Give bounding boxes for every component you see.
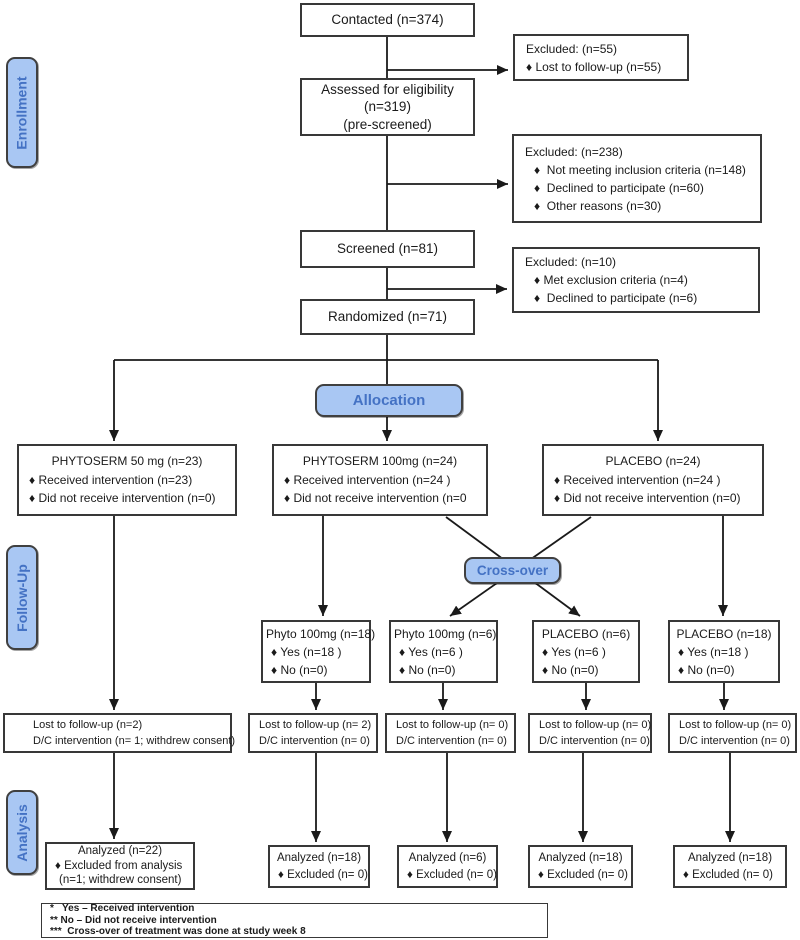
excluded3-title: Excluded: (n=10) bbox=[525, 255, 617, 269]
lost3-line1: Lost to follow-up (n= 0) bbox=[396, 718, 509, 731]
arm1-item1: ♦ Received intervention (n=23) bbox=[29, 472, 193, 487]
co3-title: PLACEBO (n=6) bbox=[541, 626, 631, 641]
box-randomized: Randomized (n=71) bbox=[300, 299, 475, 335]
footnote-line3: *** Cross-over of treatment was done at … bbox=[50, 926, 306, 938]
box-excluded-1: Excluded: (n=55) ♦ Lost to follow-up (n=… bbox=[513, 34, 689, 81]
lost5-line1: Lost to follow-up (n= 0) bbox=[679, 718, 792, 731]
lost1-line1: Lost to follow-up (n=2) bbox=[33, 718, 143, 731]
co1-item2: ♦ No (n=0) bbox=[271, 662, 328, 677]
arm2-item1: ♦ Received intervention (n=24 ) bbox=[284, 472, 451, 487]
box-screened: Screened (n=81) bbox=[300, 230, 475, 268]
stage-label-enrollment: Enrollment bbox=[6, 57, 38, 168]
analyzed1-title: Analyzed (n=22) bbox=[77, 844, 163, 857]
excluded1-item1: ♦ Lost to follow-up (n=55) bbox=[526, 59, 662, 74]
allocation-banner-text: Allocation bbox=[352, 392, 426, 409]
excluded3-item1: ♦ Met exclusion criteria (n=4) bbox=[534, 273, 688, 287]
lost1-line2: D/C intervention (n= 1; withdrew consent… bbox=[33, 735, 236, 747]
lost4-line2: D/C intervention (n= 0) bbox=[539, 735, 650, 747]
assessed-line3: (pre-screened) bbox=[343, 116, 432, 132]
arm3-item2: ♦ Did not receive intervention (n=0) bbox=[554, 491, 741, 506]
box-lost-2: Lost to follow-up (n= 2) D/C interventio… bbox=[248, 713, 378, 753]
arm2-item2: ♦ Did not receive intervention (n=0 bbox=[284, 491, 467, 506]
footnote-line1: * Yes – Received intervention bbox=[50, 903, 195, 915]
box-lost-1: Lost to follow-up (n=2) D/C intervention… bbox=[3, 713, 236, 753]
box-lost-4: Lost to follow-up (n= 0) D/C interventio… bbox=[528, 713, 652, 753]
box-excluded-3: Excluded: (n=10) ♦ Met exclusion criteri… bbox=[512, 247, 760, 313]
analyzed1-item2: (n=1; withdrew consent) bbox=[59, 874, 182, 887]
co4-item2: ♦ No (n=0) bbox=[678, 662, 735, 677]
co4-item1: ♦ Yes (n=18 ) bbox=[678, 644, 749, 659]
arm1-item2: ♦ Did not receive intervention (n=0) bbox=[29, 491, 216, 506]
crossover-banner: Cross-over bbox=[464, 557, 561, 584]
box-crossover-phyto100-n18: Phyto 100mg (n=18) ♦ Yes (n=18 ) ♦ No (n… bbox=[261, 620, 376, 683]
analyzed3-title: Analyzed (n=6) bbox=[408, 851, 487, 864]
stage-label-followup: Follow-Up bbox=[6, 545, 38, 650]
allocation-banner: Allocation bbox=[315, 384, 463, 417]
excluded2-item3: ♦ Other reasons (n=30) bbox=[534, 198, 662, 213]
excluded1-title: Excluded: (n=55) bbox=[526, 41, 618, 56]
analyzed2-title: Analyzed (n=18) bbox=[276, 851, 362, 864]
assessed-line2: (n=319) bbox=[364, 99, 411, 115]
arm2-title: PHYTOSERM 100mg (n=24) bbox=[302, 454, 458, 469]
box-lost-3: Lost to follow-up (n= 0) D/C interventio… bbox=[385, 713, 516, 753]
lost3-line2: D/C intervention (n= 0) bbox=[396, 735, 507, 747]
co4-title: PLACEBO (n=18) bbox=[676, 626, 772, 641]
analyzed4-title: Analyzed (n=18) bbox=[538, 851, 623, 864]
footnote-line2: ** No – Did not receive intervention bbox=[50, 914, 217, 926]
stage-label-followup-text: Follow-Up bbox=[14, 563, 30, 632]
arm1-title: PHYTOSERM 50 mg (n=23) bbox=[51, 454, 203, 469]
co3-item2: ♦ No (n=0) bbox=[542, 662, 599, 677]
analyzed5-item1: ♦ Excluded (n= 0) bbox=[683, 868, 773, 881]
box-analyzed-1: Analyzed (n=22) ♦ Excluded from analysis… bbox=[45, 842, 195, 890]
excluded2-title: Excluded: (n=238) bbox=[525, 144, 623, 159]
excluded3-item2: ♦ Declined to participate (n=6) bbox=[534, 291, 698, 305]
box-assessed: Assessed for eligibility (n=319) (pre-sc… bbox=[300, 78, 475, 136]
co1-item1: ♦ Yes (n=18 ) bbox=[271, 644, 342, 659]
stage-label-enrollment-text: Enrollment bbox=[14, 75, 30, 150]
screened-text: Screened (n=81) bbox=[337, 241, 438, 257]
box-analyzed-5: Analyzed (n=18) ♦ Excluded (n= 0) bbox=[673, 845, 787, 888]
crossover-banner-text: Cross-over bbox=[476, 563, 549, 578]
randomized-text: Randomized (n=71) bbox=[328, 309, 447, 325]
box-arm-placebo: PLACEBO (n=24) ♦ Received intervention (… bbox=[542, 444, 764, 516]
box-contacted: Contacted (n=374) bbox=[300, 3, 475, 37]
lost2-line2: D/C intervention (n= 0) bbox=[259, 735, 370, 747]
excluded2-item2: ♦ Declined to participate (n=60) bbox=[534, 180, 704, 195]
co3-item1: ♦ Yes (n=6 ) bbox=[542, 644, 606, 659]
analyzed5-title: Analyzed (n=18) bbox=[687, 851, 773, 864]
stage-label-analysis-text: Analysis bbox=[14, 803, 30, 862]
box-analyzed-2: Analyzed (n=18) ♦ Excluded (n= 0) bbox=[268, 845, 370, 888]
box-crossover-phyto100-n6: Phyto 100mg (n=6) ♦ Yes (n=6 ) ♦ No (n=0… bbox=[389, 620, 498, 683]
contacted-text: Contacted (n=374) bbox=[331, 12, 444, 28]
analyzed2-item1: ♦ Excluded (n= 0) bbox=[278, 868, 368, 881]
footnotes-box: * Yes – Received intervention ** No – Di… bbox=[41, 903, 548, 938]
box-crossover-placebo-n6: PLACEBO (n=6) ♦ Yes (n=6 ) ♦ No (n=0) bbox=[532, 620, 640, 683]
co2-item1: ♦ Yes (n=6 ) bbox=[399, 644, 463, 659]
lost5-line2: D/C intervention (n= 0) bbox=[679, 735, 790, 747]
box-arm-phytoserm-100: PHYTOSERM 100mg (n=24) ♦ Received interv… bbox=[272, 444, 488, 516]
box-analyzed-3: Analyzed (n=6) ♦ Excluded (n= 0) bbox=[397, 845, 498, 888]
lost2-line1: Lost to follow-up (n= 2) bbox=[259, 718, 372, 731]
analyzed4-item1: ♦ Excluded (n= 0) bbox=[538, 868, 628, 881]
excluded2-item1: ♦ Not meeting inclusion criteria (n=148) bbox=[534, 162, 746, 177]
co1-title: Phyto 100mg (n=18) bbox=[266, 626, 376, 641]
box-analyzed-4: Analyzed (n=18) ♦ Excluded (n= 0) bbox=[528, 845, 633, 888]
box-lost-5: Lost to follow-up (n= 0) D/C interventio… bbox=[668, 713, 797, 753]
co2-item2: ♦ No (n=0) bbox=[399, 662, 456, 677]
arm3-title: PLACEBO (n=24) bbox=[605, 454, 701, 469]
analyzed1-item1: ♦ Excluded from analysis bbox=[55, 859, 183, 872]
stage-label-analysis: Analysis bbox=[6, 790, 38, 875]
assessed-line1: Assessed for eligibility bbox=[321, 81, 454, 97]
box-crossover-placebo-n18: PLACEBO (n=18) ♦ Yes (n=18 ) ♦ No (n=0) bbox=[668, 620, 780, 683]
arm3-item1: ♦ Received intervention (n=24 ) bbox=[554, 472, 721, 487]
lost4-line1: Lost to follow-up (n= 0) bbox=[539, 718, 652, 731]
analyzed3-item1: ♦ Excluded (n= 0) bbox=[407, 868, 497, 881]
co2-title: Phyto 100mg (n=6) bbox=[394, 626, 497, 641]
box-excluded-2: Excluded: (n=238) ♦ Not meeting inclusio… bbox=[512, 134, 762, 223]
box-arm-phytoserm-50: PHYTOSERM 50 mg (n=23) ♦ Received interv… bbox=[17, 444, 237, 516]
